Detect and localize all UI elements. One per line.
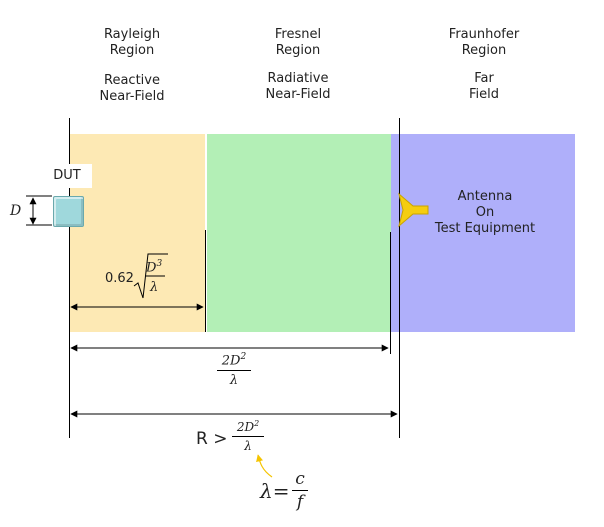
dut-block xyxy=(53,196,84,227)
reactive-formula-coef: 0.62 xyxy=(105,271,134,286)
lambda-formula-num: c xyxy=(295,469,305,489)
far-formula-bar xyxy=(232,436,264,437)
fresnel-formula-den: λ xyxy=(229,373,239,389)
dut-label-box: DUT xyxy=(42,164,92,188)
lambda-formula-lhs: λ= xyxy=(260,479,289,503)
fresnel-formula: 2D2 λ xyxy=(217,352,251,388)
radiative-near-field-region xyxy=(207,134,391,332)
reactive-formula-den: λ xyxy=(150,280,159,295)
lambda-formula-lhs-symbol: λ xyxy=(260,479,273,503)
reactive-formula-num: D3 xyxy=(146,259,162,275)
boundary-line-far xyxy=(399,118,400,438)
far-field-region xyxy=(391,134,575,332)
boundary-line-fresnel xyxy=(390,232,391,354)
boundary-line-origin xyxy=(69,118,70,438)
header-fresnel-region: Region xyxy=(275,43,321,58)
far-formula-num-base: 2D xyxy=(236,420,255,434)
antenna-label-line2: On xyxy=(475,205,495,220)
header-fresnel-field1: Radiative xyxy=(267,71,329,86)
antenna-label-line1: Antenna xyxy=(457,189,513,204)
header-fraunhofer: Fraunhofer Region Far Field xyxy=(432,27,536,103)
header-fresnel-name: Fresnel xyxy=(274,27,322,42)
header-fresnel-field2: Near-Field xyxy=(265,87,331,102)
far-formula: 2D2 λ xyxy=(232,419,264,453)
lambda-formula-den: f xyxy=(296,492,304,512)
fresnel-formula-num: 2D2 xyxy=(217,352,251,368)
fresnel-formula-bar xyxy=(217,370,251,372)
reactive-formula-num-base: D xyxy=(146,260,157,276)
boundary-line-reactive xyxy=(205,230,206,332)
antenna-label: Antenna On Test Equipment xyxy=(420,189,550,237)
header-rayleigh-field2: Near-Field xyxy=(99,89,165,104)
far-formula-den: λ xyxy=(244,439,252,453)
lambda-formula-bar xyxy=(292,490,308,491)
header-fraunhofer-field2: Field xyxy=(468,87,499,102)
header-rayleigh-name: Rayleigh xyxy=(103,27,161,42)
header-rayleigh: Rayleigh Region Reactive Near-Field xyxy=(80,27,184,105)
lambda-formula-frac: c f xyxy=(292,470,308,511)
dut-label: DUT xyxy=(53,168,81,183)
header-rayleigh-field1: Reactive xyxy=(104,73,160,88)
fresnel-formula-num-exp: 2 xyxy=(240,352,247,362)
antenna-horn-icon xyxy=(398,192,429,228)
antenna-label-line3: Test Equipment xyxy=(434,221,536,236)
header-rayleigh-region: Region xyxy=(109,43,155,58)
far-formula-num: 2D2 xyxy=(232,419,264,434)
fresnel-formula-num-base: 2D xyxy=(221,353,241,369)
lambda-pointer-arrow xyxy=(256,454,273,478)
header-fraunhofer-region: Region xyxy=(461,43,507,58)
radical-sign xyxy=(133,253,168,299)
far-formula-num-exp: 2 xyxy=(254,419,260,428)
reactive-formula-num-exp: 3 xyxy=(156,259,163,269)
header-fraunhofer-field1: Far xyxy=(474,71,494,86)
header-fraunhofer-name: Fraunhofer xyxy=(448,27,520,42)
header-fresnel: Fresnel Region Radiative Near-Field xyxy=(246,27,350,103)
far-formula-prefix: R > xyxy=(196,429,228,449)
d-dimension-label: D xyxy=(10,203,22,219)
lambda-formula-eq: = xyxy=(272,479,290,503)
